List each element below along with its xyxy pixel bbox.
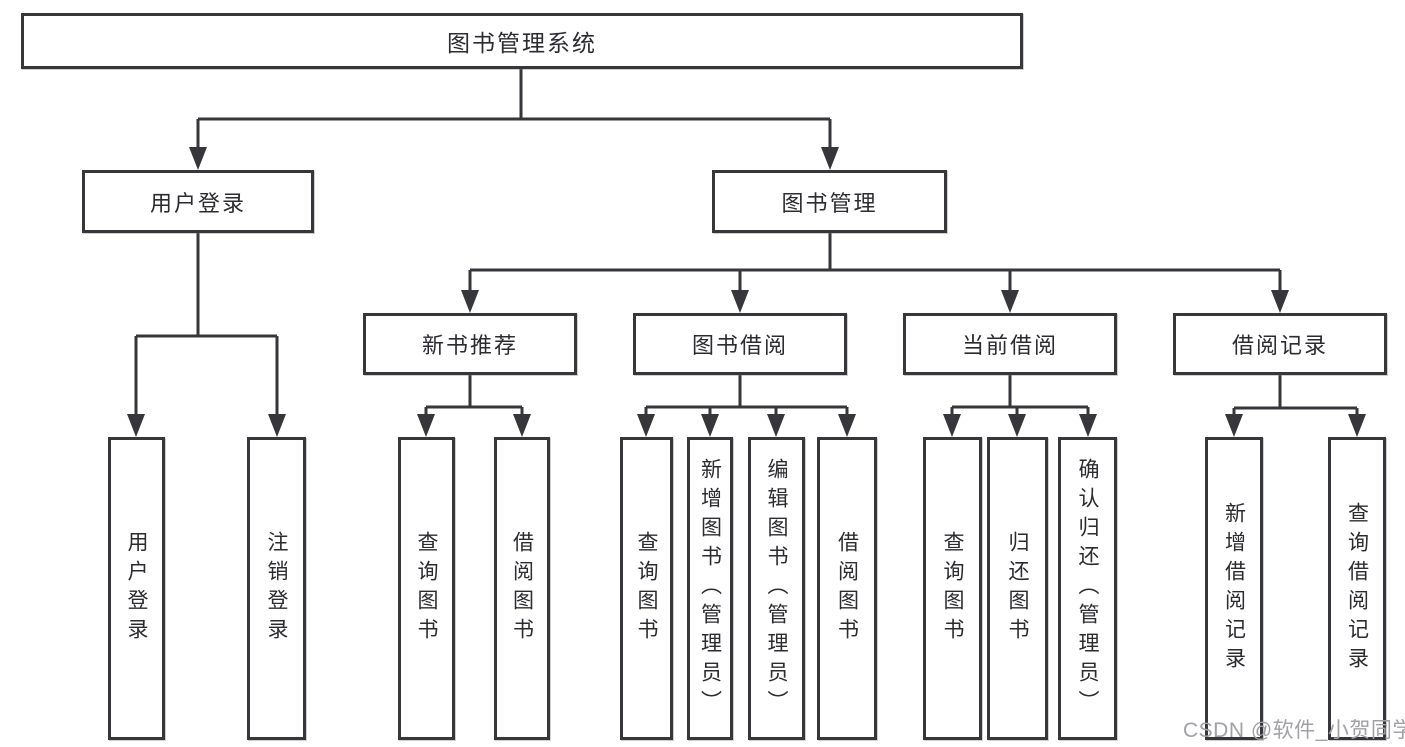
node-label: 当前借阅 — [961, 333, 1058, 358]
leaf-add-borrow-record: 新增借阅记录 — [1205, 437, 1263, 740]
node-borrow-records: 借阅记录 — [1173, 313, 1387, 375]
leaf-label: 借阅图书 — [510, 530, 534, 647]
leaf-label: 归还图书 — [1006, 530, 1029, 647]
leaf-label: 查询借阅记录 — [1345, 501, 1369, 676]
leaf-query-borrow-record: 查询借阅记录 — [1328, 437, 1386, 740]
leaf-label: 查询图书 — [635, 530, 658, 647]
leaf-label: 新增图书（管理员） — [698, 458, 722, 719]
leaf-label: 新增借阅记录 — [1222, 501, 1246, 676]
leaf-add-books-admin: 新增图书（管理员） — [687, 437, 733, 740]
leaf-return-books: 归还图书 — [987, 437, 1048, 740]
leaf-label: 查询图书 — [941, 530, 964, 647]
node-book-management-branch: 图书管理 — [712, 170, 947, 233]
leaf-logout: 注销登录 — [247, 437, 306, 740]
leaf-label: 编辑图书（管理员） — [765, 458, 788, 719]
leaf-label: 查询图书 — [415, 530, 438, 647]
node-label: 新书推荐 — [421, 333, 518, 358]
node-label: 用户登录 — [149, 190, 246, 216]
node-root-library-system: 图书管理系统 — [21, 13, 1023, 69]
node-user-login-branch: 用户登录 — [82, 170, 314, 233]
leaf-label: 确认归还（管理员） — [1076, 458, 1099, 719]
node-current-borrow: 当前借阅 — [903, 313, 1117, 375]
leaf-label: 注销登录 — [265, 530, 288, 647]
node-label: 借阅记录 — [1231, 333, 1328, 358]
leaf-label: 借阅图书 — [835, 530, 859, 647]
leaf-query-books-recommend: 查询图书 — [398, 437, 455, 740]
leaf-borrow-books: 借阅图书 — [817, 437, 877, 740]
node-label: 图书借阅 — [691, 333, 788, 358]
node-label: 图书管理系统 — [447, 30, 597, 56]
leaf-query-books-current: 查询图书 — [923, 437, 982, 740]
csdn-watermark: CSDN @软件_小贺同学 — [1183, 719, 1405, 742]
leaf-query-books-borrow: 查询图书 — [620, 437, 673, 740]
leaf-user-login: 用户登录 — [108, 437, 165, 740]
leaf-edit-books-admin: 编辑图书（管理员） — [748, 437, 805, 740]
leaf-confirm-return-admin: 确认归还（管理员） — [1058, 437, 1117, 740]
node-label: 图书管理 — [781, 190, 878, 216]
node-new-book-recommend: 新书推荐 — [363, 313, 577, 375]
leaf-borrow-books-recommend: 借阅图书 — [494, 437, 550, 740]
node-book-borrow: 图书借阅 — [633, 313, 847, 375]
leaf-label: 用户登录 — [125, 530, 148, 647]
